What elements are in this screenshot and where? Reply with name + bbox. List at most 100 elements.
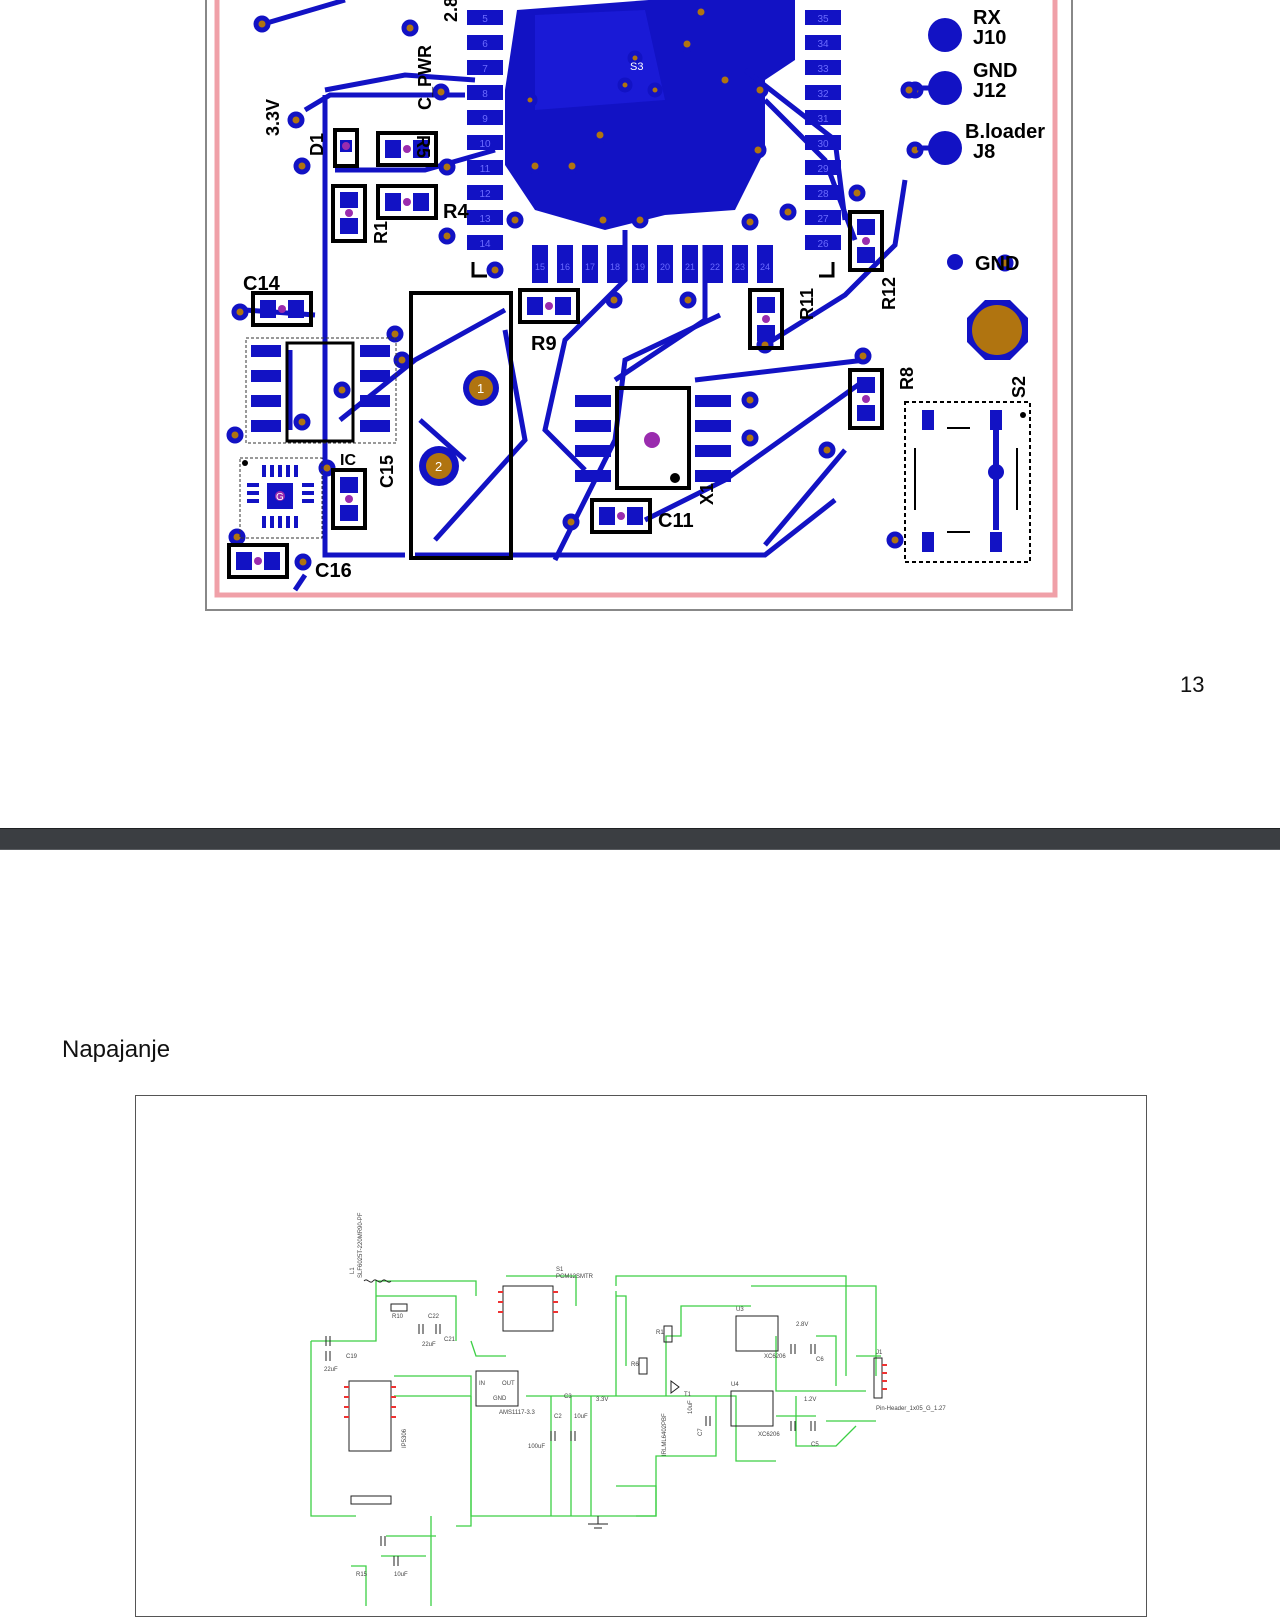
ic-pins-right: 35 34 33 32 31 30 29 28 27 26 (805, 10, 841, 250)
pad (385, 140, 401, 158)
ic-pins-bottom: 15 16 17 18 19 20 21 22 23 24 (532, 245, 773, 283)
lbl-l1: L1 (350, 1267, 356, 1274)
pin-label: 9 (482, 114, 488, 125)
pin-stubs (344, 1291, 887, 1418)
label-bootloader: B.loader (965, 121, 1045, 143)
pin-label: 7 (482, 64, 488, 75)
copper-pour-inner (535, 10, 665, 110)
lbl-3v3: 3.3V (596, 1397, 608, 1403)
pin1-marker (670, 473, 680, 483)
label-r12: R12 (879, 277, 899, 310)
ic-outline-dashed (245, 337, 397, 444)
label-d1: D1 (307, 133, 327, 156)
lbl-l1-part: SLF6025T-220MR90-PF (358, 1212, 364, 1278)
pad (340, 505, 358, 521)
pad (340, 218, 358, 234)
pad (340, 477, 358, 493)
pin-label: 33 (817, 64, 829, 75)
pin-pad (805, 210, 841, 225)
switch-lines (914, 427, 1018, 533)
footprint-ic-soic (285, 341, 355, 443)
pin-label: 28 (817, 189, 829, 200)
vias (226, 3, 1014, 571)
pin-label: 24 (760, 262, 770, 272)
footprint-r4 (376, 184, 438, 220)
pad (599, 507, 615, 525)
pad (857, 405, 875, 421)
page-number: 13 (1180, 672, 1205, 697)
pin-pad (732, 245, 748, 283)
pad (757, 297, 775, 313)
lbl-c21: C21 (444, 1337, 456, 1343)
pad (236, 552, 252, 570)
label-gnd-right: GND (975, 253, 1019, 275)
regulator-ams1117 (475, 1370, 519, 1407)
pad (627, 507, 643, 525)
pad (857, 247, 875, 263)
pin-pad (467, 160, 503, 175)
pad (340, 192, 358, 208)
label-r11: R11 (797, 288, 817, 320)
lbl-s1-part: PCM12SMTR (556, 1274, 594, 1280)
lbl-pin-header: Pin-Header_1x05_G_1.27 (876, 1406, 946, 1412)
via-centers (254, 142, 870, 565)
lbl-c2: C2 (554, 1414, 562, 1420)
pin-label: 11 (480, 164, 491, 175)
pin-label: 5 (482, 14, 488, 25)
footprint-c15 (331, 468, 367, 530)
switch-pin1 (1020, 412, 1026, 418)
lbl-r10: R10 (392, 1314, 404, 1320)
connector-j1 (873, 1357, 883, 1399)
component-footprints (227, 128, 884, 579)
label-rx: RX (973, 7, 1001, 29)
pin-label: 14 (479, 239, 491, 250)
pin-label: 31 (817, 114, 829, 125)
pad (264, 552, 280, 570)
label-j12: J12 (973, 80, 1006, 102)
lbl-r1: R1 (656, 1330, 664, 1336)
lbl-c6: C6 (816, 1357, 824, 1363)
label-2v8: 2.8 (441, 0, 461, 22)
pin-label: 17 (585, 262, 595, 272)
lbl-u4: U4 (731, 1382, 739, 1388)
label-s3: S3 (630, 61, 643, 73)
pin-label: 29 (817, 164, 829, 175)
regulator-u4 (730, 1390, 774, 1427)
footprint-r11 (748, 288, 784, 350)
pin-label: 12 (479, 189, 491, 200)
switch-s2-outline (904, 401, 1031, 563)
pcb-layout-figure: 5 6 7 8 9 10 11 12 13 14 35 34 33 32 (205, 0, 1073, 611)
label-r9: R9 (531, 333, 557, 355)
pin-pad (557, 245, 573, 283)
pin-label: 20 (660, 262, 670, 272)
pin-pad (657, 245, 673, 283)
label-r1: R1 (371, 221, 391, 244)
pad-label-1: 1 (477, 381, 484, 396)
label-s2: S2 (1009, 376, 1029, 398)
pin-pad (805, 235, 841, 250)
resistor-r6 (638, 1357, 648, 1375)
silkscreen-labels: RX J10 GND J12 B.loader J8 GND C14 R4 R9… (243, 0, 1045, 582)
ic-corner-mark (819, 262, 835, 278)
pin-label: 30 (817, 139, 829, 150)
label-c15: C15 (377, 455, 397, 488)
pin-pad (582, 245, 598, 283)
pin-label: 32 (817, 89, 829, 100)
pad (857, 377, 875, 393)
pin-pad (467, 35, 503, 50)
pin-pad (757, 245, 773, 283)
pad (413, 193, 429, 211)
label-c14: C14 (243, 273, 281, 295)
lbl-22uf: 22uF (422, 1342, 436, 1348)
label-3v3: 3.3V (263, 99, 283, 136)
pin-label: 15 (535, 262, 545, 272)
lbl-1v2: 1.2V (804, 1397, 816, 1403)
pin-pad (467, 135, 503, 150)
footprint-r1 (331, 184, 367, 243)
connector-pads (419, 18, 1028, 486)
qfn-outline (239, 457, 323, 539)
lbl-j1: J1 (876, 1350, 883, 1356)
pin-pad (805, 35, 841, 50)
lbl-gnd: GND (493, 1396, 507, 1402)
pin-label: 27 (817, 214, 829, 225)
